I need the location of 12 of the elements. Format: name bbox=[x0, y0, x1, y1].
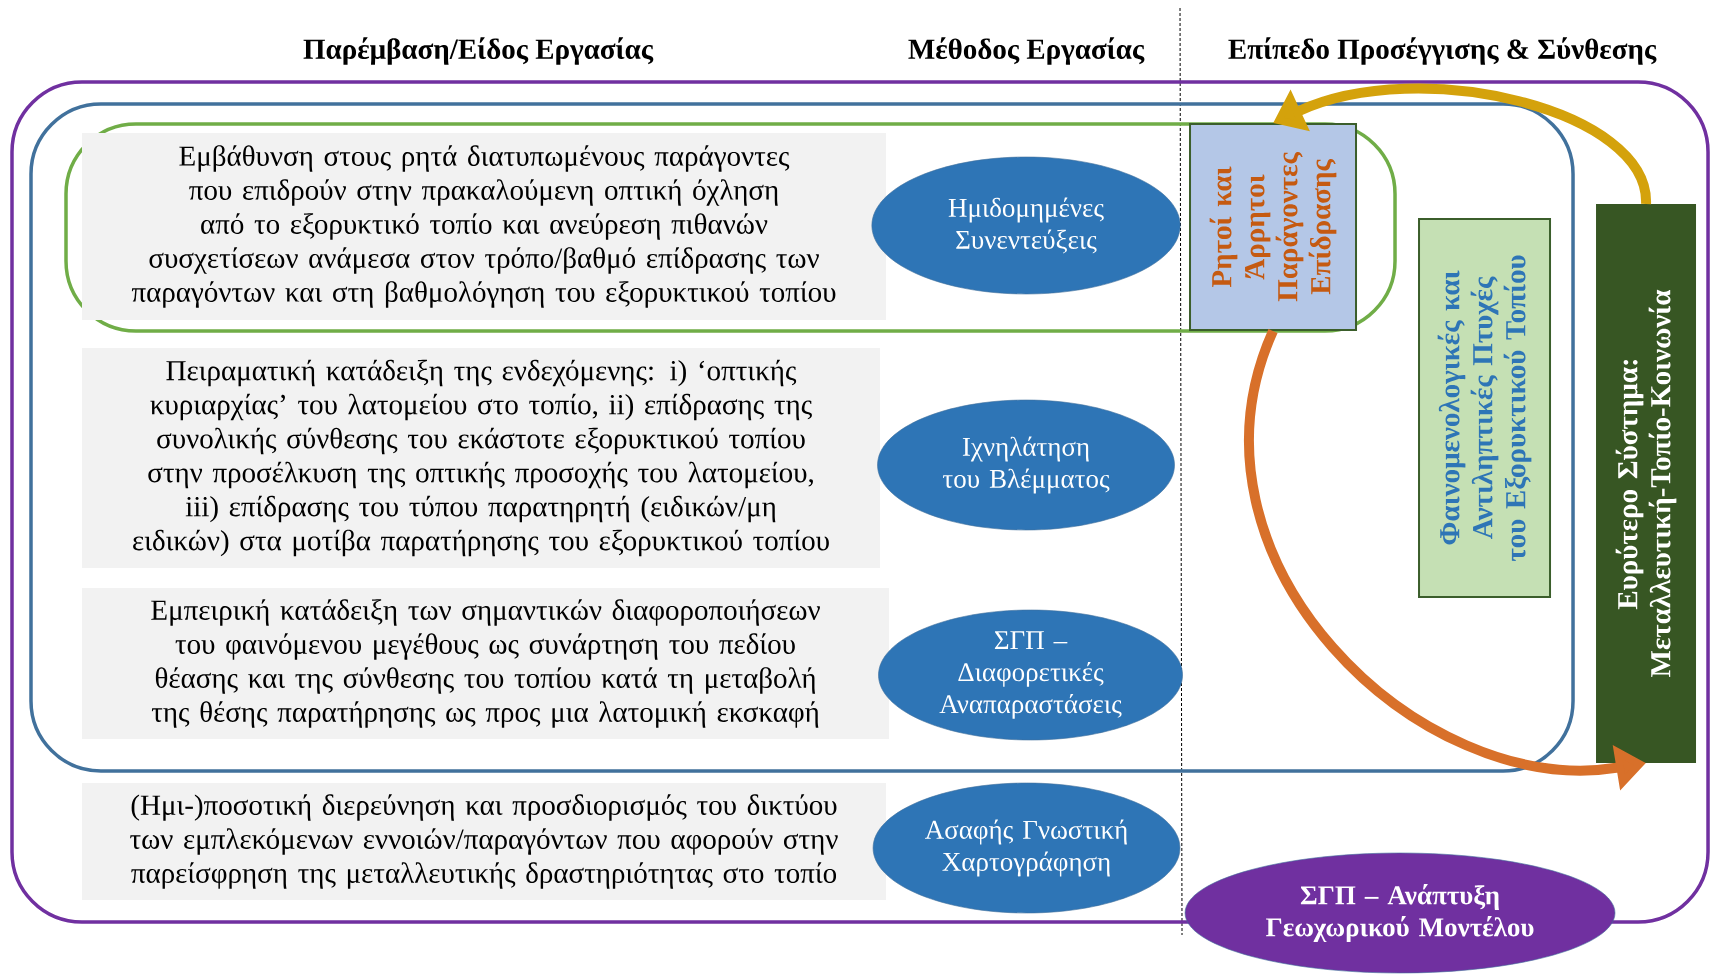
rounded-frame bbox=[64, 122, 1397, 333]
column-heading: Επίπεδο Προσέγγισης & Σύνθεσης bbox=[1228, 37, 1657, 65]
label-box: Ευρύτερο Σύστημα: Μεταλλευτική-Τοπίο-Κοινωνία bbox=[1596, 204, 1696, 763]
text-box: Πειραματική κατάδειξη της ενδεχόμενης: i) ‘οπτικής κυριαρχίας’ του λατομείου στο τοπίο, ii) επίδρασης της συνολικής σύνθεσης του εκάστοτε εξορυκτικού τοπίου στην προσέλκυση της οπτικής προσοχής του λατομείου, iii) επίδρασης του τύπου παρατηρητή (ειδικών/μη ειδικών) στα μοτίβα παρατήρησης του εξορυκτικού τοπίου bbox=[82, 348, 880, 568]
text-box: Εμβάθυνση στους ρητά διατυπωμένους παράγοντες που επιδρούν στην πρακαλούμενη οπτική όχληση από το εξορυκτικό τοπίο και ανεύρεση πιθανών συσχετίσεων ανάμεσα στον τρόπο/βαθμό επίδρασης των παραγόντων και στη βαθμολόγηση του εξορυκτικού τοπίου bbox=[82, 133, 886, 320]
column-heading: Μέθοδος Εργασίας bbox=[908, 37, 1145, 65]
label-box: Φαινομενολογικές και Αντιληπτικές Πτυχές του Εξορυκτικού Τοπίου bbox=[1418, 218, 1551, 598]
text-box: (Ημι-)ποσοτική διερεύνηση και προσδιορισμός του δικτύου των εμπλεκόμενων εννοιών/παραγόντων που αφορούν στην παρείσφρηση της μεταλλευτικής δραστηριότητας στο τοπίο bbox=[82, 783, 886, 900]
column-heading: Παρέμβαση/Είδος Εργασίας bbox=[303, 37, 654, 65]
text-box: Εμπειρική κατάδειξη των σημαντικών διαφοροποιήσεων του φαινόμενου μεγέθους ως συνάρτηση του πεδίου θέασης και της σύνθεσης του τοπίου κατά τη μεταβολή της θέσης παρατήρησης ως προς μια λατομική εκσκαφή bbox=[82, 588, 889, 739]
rounded-frame bbox=[29, 102, 1575, 773]
label-box: Ρητοί και Άρρητοι Παράγοντες Επίδρασης bbox=[1189, 123, 1357, 331]
